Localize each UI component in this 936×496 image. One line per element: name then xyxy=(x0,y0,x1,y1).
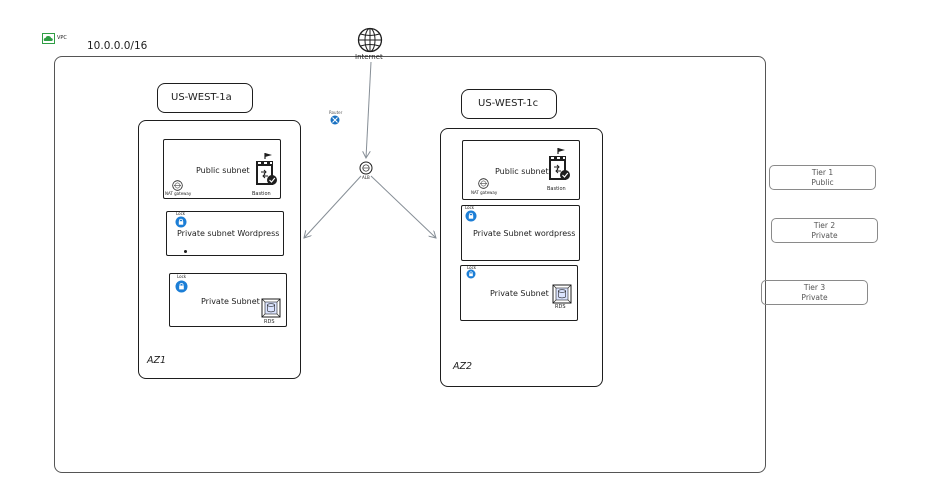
alb-to-az2-arrow xyxy=(370,175,436,238)
az2-region-label: US-WEST-1c xyxy=(478,98,539,109)
az1-region-label: US-WEST-1a xyxy=(171,92,232,103)
az2-wordpress-lock-icon xyxy=(465,210,477,222)
tier-2-box: Tier 2 Private xyxy=(771,218,878,243)
az1-region-box: US-WEST-1a xyxy=(157,83,253,113)
az2-public-subnet-label: Public subnet xyxy=(495,167,549,176)
az2-bastion-icon xyxy=(549,148,570,180)
az2-nat-gateway-icon xyxy=(478,178,489,189)
az2-container: AZ2 xyxy=(440,128,603,387)
alb-icon xyxy=(359,161,373,175)
az1-wordpress-lock-icon xyxy=(175,216,187,228)
az1-public-subnet-label: Public subnet xyxy=(196,166,250,175)
az2-bastion-label: Bastion xyxy=(547,186,566,192)
az2-nat-gateway-label: NAT gateway xyxy=(471,190,498,195)
az2-rds-label: RDS xyxy=(555,304,566,310)
az1-rds-lock-label: Lock xyxy=(177,274,187,279)
alb-to-az1-arrow xyxy=(304,175,362,238)
tier-3-type: Private xyxy=(801,293,828,302)
vpc-cloud-icon xyxy=(42,33,55,44)
az1-label: AZ1 xyxy=(147,355,167,366)
az2-label: AZ2 xyxy=(453,361,473,372)
az2-private-rds-subnet: Lock Private Subnet RDS xyxy=(460,265,578,321)
az1-rds-subnet-label: Private Subnet xyxy=(201,297,260,306)
router-label: Router xyxy=(329,110,343,115)
az1-wordpress-dot xyxy=(184,250,187,253)
az1-wordpress-subnet-label: Private subnet Wordpress xyxy=(177,229,280,238)
az1-private-rds-subnet: Lock Private Subnet RDS xyxy=(169,273,287,327)
az2-rds-subnet-label: Private Subnet xyxy=(490,289,549,298)
internet-globe-icon xyxy=(357,27,383,53)
az1-nat-gateway-label: NAT gateway xyxy=(165,191,192,196)
az1-bastion-icon xyxy=(256,153,277,185)
vpc-container xyxy=(54,56,766,473)
tier-1-box: Tier 1 Public xyxy=(769,165,876,190)
az2-rds-lock-icon xyxy=(466,269,476,279)
az2-wordpress-subnet-label: Private Subnet wordpress xyxy=(473,229,576,238)
az1-bastion-label: Bastion xyxy=(252,191,271,197)
az2-rds-icon xyxy=(552,284,572,304)
az2-wordpress-lock-label: Lock xyxy=(465,205,475,210)
az2-rds-lock-label: Lock xyxy=(467,265,477,270)
internet-label: Internet xyxy=(355,53,383,61)
vpc-badge-label: VPC xyxy=(57,35,67,41)
az1-public-subnet: Public subnet NAT gateway Bastion xyxy=(163,139,281,199)
az1-rds-lock-icon xyxy=(175,280,188,293)
router-icon xyxy=(330,115,340,125)
tier-3-name: Tier 3 xyxy=(803,283,826,292)
tier-2-name: Tier 2 xyxy=(813,221,836,230)
az1-rds-icon xyxy=(261,298,281,318)
alb-label: ALB xyxy=(362,175,370,180)
az1-private-wordpress-subnet: Lock Private subnet Wordpress xyxy=(166,211,284,256)
tier-3-box: Tier 3 Private xyxy=(761,280,868,305)
az1-container: AZ1 xyxy=(138,120,301,379)
tier-1-name: Tier 1 xyxy=(811,168,834,177)
az1-wordpress-lock-label: Lock xyxy=(176,211,186,216)
az1-nat-gateway-icon xyxy=(172,180,183,191)
internet-to-alb-arrow xyxy=(366,61,372,158)
tier-1-type: Public xyxy=(811,178,834,187)
az1-rds-label: RDS xyxy=(264,319,275,325)
tier-2-type: Private xyxy=(811,231,838,240)
vpc-cidr-label: 10.0.0.0/16 xyxy=(87,40,148,52)
az2-region-box: US-WEST-1c xyxy=(461,89,557,119)
az2-public-subnet: Public subnet NAT gateway Bastion xyxy=(462,140,580,200)
az2-private-wordpress-subnet: Lock Private Subnet wordpress xyxy=(461,205,580,261)
